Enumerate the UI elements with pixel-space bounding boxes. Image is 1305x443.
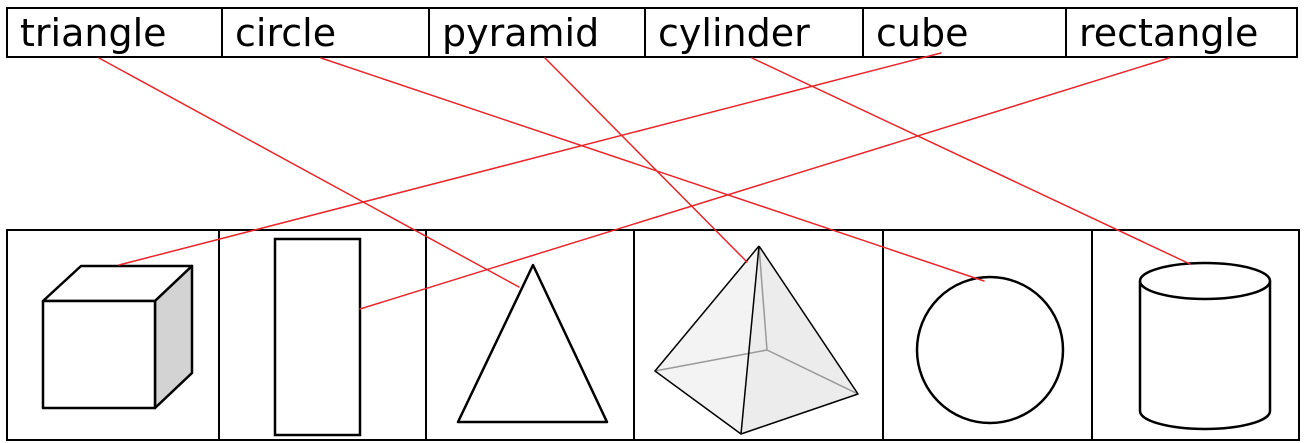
word-cell-cylinder[interactable]: cylinder bbox=[644, 9, 862, 56]
word-cell-circle[interactable]: circle bbox=[221, 9, 428, 56]
word-label: rectangle bbox=[1079, 11, 1259, 55]
word-cell-cube[interactable]: cube bbox=[862, 9, 1065, 56]
shape-cell-cylinder[interactable] bbox=[1091, 231, 1298, 439]
word-label: circle bbox=[235, 11, 337, 55]
word-label: pyramid bbox=[442, 11, 600, 55]
shape-cell-pyramid[interactable] bbox=[633, 231, 882, 439]
word-cell-pyramid[interactable]: pyramid bbox=[428, 9, 644, 56]
word-bank: triangle circle pyramid cylinder cube re… bbox=[6, 7, 1298, 58]
shape-cell-cube[interactable] bbox=[8, 231, 218, 439]
shape-cell-circle[interactable] bbox=[882, 231, 1091, 439]
word-label: cube bbox=[876, 11, 969, 55]
shape-row bbox=[6, 229, 1300, 441]
word-cell-triangle[interactable]: triangle bbox=[8, 9, 221, 56]
shape-cell-triangle[interactable] bbox=[425, 231, 633, 439]
word-label: triangle bbox=[20, 11, 167, 55]
word-cell-rectangle[interactable]: rectangle bbox=[1065, 9, 1296, 56]
word-label: cylinder bbox=[658, 11, 810, 55]
shape-cell-rectangle[interactable] bbox=[218, 231, 425, 439]
